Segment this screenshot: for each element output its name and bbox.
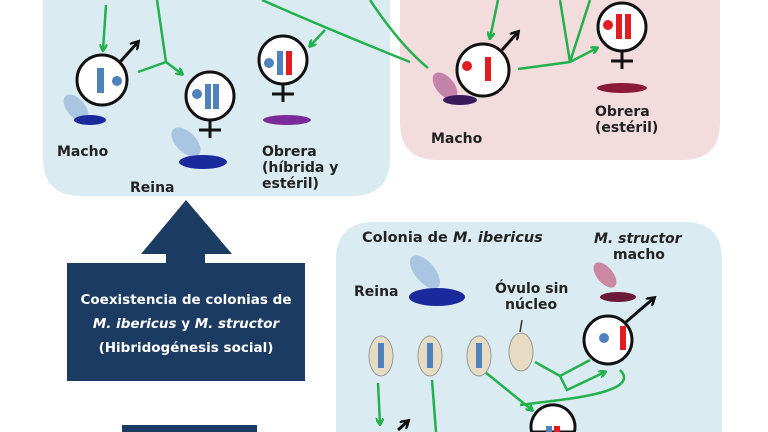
male-symbol-structor-bottom (582, 298, 654, 366)
queen-ant-icon (171, 127, 227, 169)
structor-species: M. structor (594, 231, 682, 247)
structor-male-title-1: M. structor (594, 231, 682, 247)
queen-label: Reina (130, 180, 175, 196)
male-symbol-ibericus (75, 42, 138, 107)
colony-title: Colonia de M. ibericus (362, 230, 543, 246)
hybrid-symbol-bottom (529, 403, 577, 432)
species-structor: M. structor (194, 316, 280, 332)
structor-male-ant-icon (432, 72, 477, 105)
hybrid-worker-ant-icon (263, 115, 311, 125)
egg-2 (417, 335, 443, 377)
box-line-3: (Hibridogénesis social) (98, 340, 274, 356)
structor-worker-ant-icon (597, 83, 647, 93)
male-symbol-bottom-left (396, 421, 408, 432)
box-conjunction: y (176, 316, 195, 332)
structor-worker-label-2: (estéril) (595, 120, 659, 136)
lower-box (122, 425, 257, 432)
female-symbol-queen (184, 70, 236, 140)
egg-no-nucleus (508, 319, 534, 372)
structor-male-label: Macho (431, 131, 483, 147)
bottom-queen-label: Reina (354, 284, 399, 300)
colony-title-text: Colonia de (362, 230, 453, 246)
hybrid-worker-label-3: estéril) (262, 176, 319, 192)
box-line-1: Coexistencia de colonias de (80, 292, 292, 308)
egg-label-2: núcleo (505, 297, 558, 313)
egg-1 (368, 335, 394, 377)
structor-worker-label-1: Obrera (595, 104, 650, 120)
up-arrow (67, 200, 305, 381)
structor-male-title-2: macho (613, 247, 665, 263)
colony-title-species: M. ibericus (452, 230, 543, 246)
bottom-queen-ant-icon (409, 255, 465, 306)
egg-3 (466, 335, 492, 377)
species-ibericus: M. ibericus (92, 316, 177, 332)
male-ant-icon (63, 94, 106, 125)
box-line-2: M. ibericus y M. structor (67, 312, 305, 336)
female-symbol-structor-worker (596, 1, 648, 71)
male-symbol-structor (455, 32, 518, 98)
female-symbol-hybrid-worker (257, 34, 309, 104)
male-label: Macho (57, 144, 109, 160)
coexistence-box-text: Coexistencia de colonias de M. ibericus … (67, 288, 305, 360)
hybrid-worker-label-2: (híbrida y (262, 160, 339, 176)
egg-label-1: Óvulo sin (495, 281, 569, 297)
bottom-structor-male-ant-icon (593, 262, 636, 302)
hybrid-worker-label-1: Obrera (262, 144, 317, 160)
